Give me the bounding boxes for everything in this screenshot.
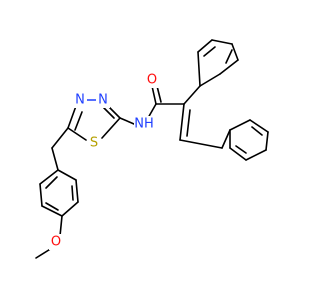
aromatic-inner-bond <box>251 126 263 136</box>
aromatic-inner-bond <box>71 185 74 201</box>
ring-sulfur-label: S <box>90 136 98 151</box>
aromatic-inner-bond <box>225 49 233 64</box>
double-bond-inner <box>156 85 162 103</box>
amide-nitrogen-label: NH <box>134 117 154 132</box>
bond <box>199 73 221 87</box>
aromatic-inner-bond <box>45 202 59 211</box>
bond <box>51 147 59 171</box>
aromatic-inner-bond <box>235 145 247 154</box>
acrylamide-backbone <box>147 85 223 149</box>
chemical-structure-diagram: O NH N N S O <box>35 39 269 259</box>
bond <box>245 149 267 161</box>
bond <box>101 117 121 139</box>
lower-phenyl-ring <box>221 119 269 161</box>
upper-phenyl-ring <box>197 39 239 87</box>
aromatic-inner-bond <box>45 176 58 189</box>
bond <box>229 119 251 131</box>
bond <box>75 179 79 203</box>
bond <box>211 39 233 45</box>
bond <box>229 147 247 161</box>
bond <box>59 215 63 237</box>
double-bond-inner <box>74 111 83 131</box>
bond <box>183 85 201 105</box>
bond <box>61 201 79 217</box>
bond <box>249 119 269 133</box>
double-bond-inner <box>186 109 191 137</box>
bond <box>41 205 63 217</box>
bond <box>151 85 157 105</box>
bond <box>57 169 77 181</box>
bond <box>197 39 213 53</box>
bond <box>219 59 239 75</box>
bond <box>119 117 135 125</box>
aromatic-inner-bond <box>203 46 216 57</box>
bond <box>179 139 223 149</box>
bond <box>39 169 59 185</box>
bond <box>231 43 239 61</box>
bond <box>67 105 77 129</box>
ring-nitrogen-upper-right-label: N <box>98 93 108 108</box>
bond <box>265 131 269 151</box>
bond <box>39 183 43 207</box>
double-bond-inner <box>103 107 115 119</box>
methoxybenzyl-group <box>35 127 79 259</box>
bond <box>179 103 185 141</box>
thiadiazole-ring <box>67 99 135 141</box>
methoxy-oxygen-label: O <box>51 235 61 250</box>
bond <box>67 127 87 141</box>
carbonyl-oxygen-label: O <box>147 73 157 88</box>
bond <box>197 51 201 87</box>
bond <box>221 129 231 149</box>
bond <box>51 127 69 149</box>
atom-labels: O NH N N S O <box>49 72 159 250</box>
ring-nitrogen-upper-left-label: N <box>75 93 85 108</box>
bond <box>147 103 157 119</box>
